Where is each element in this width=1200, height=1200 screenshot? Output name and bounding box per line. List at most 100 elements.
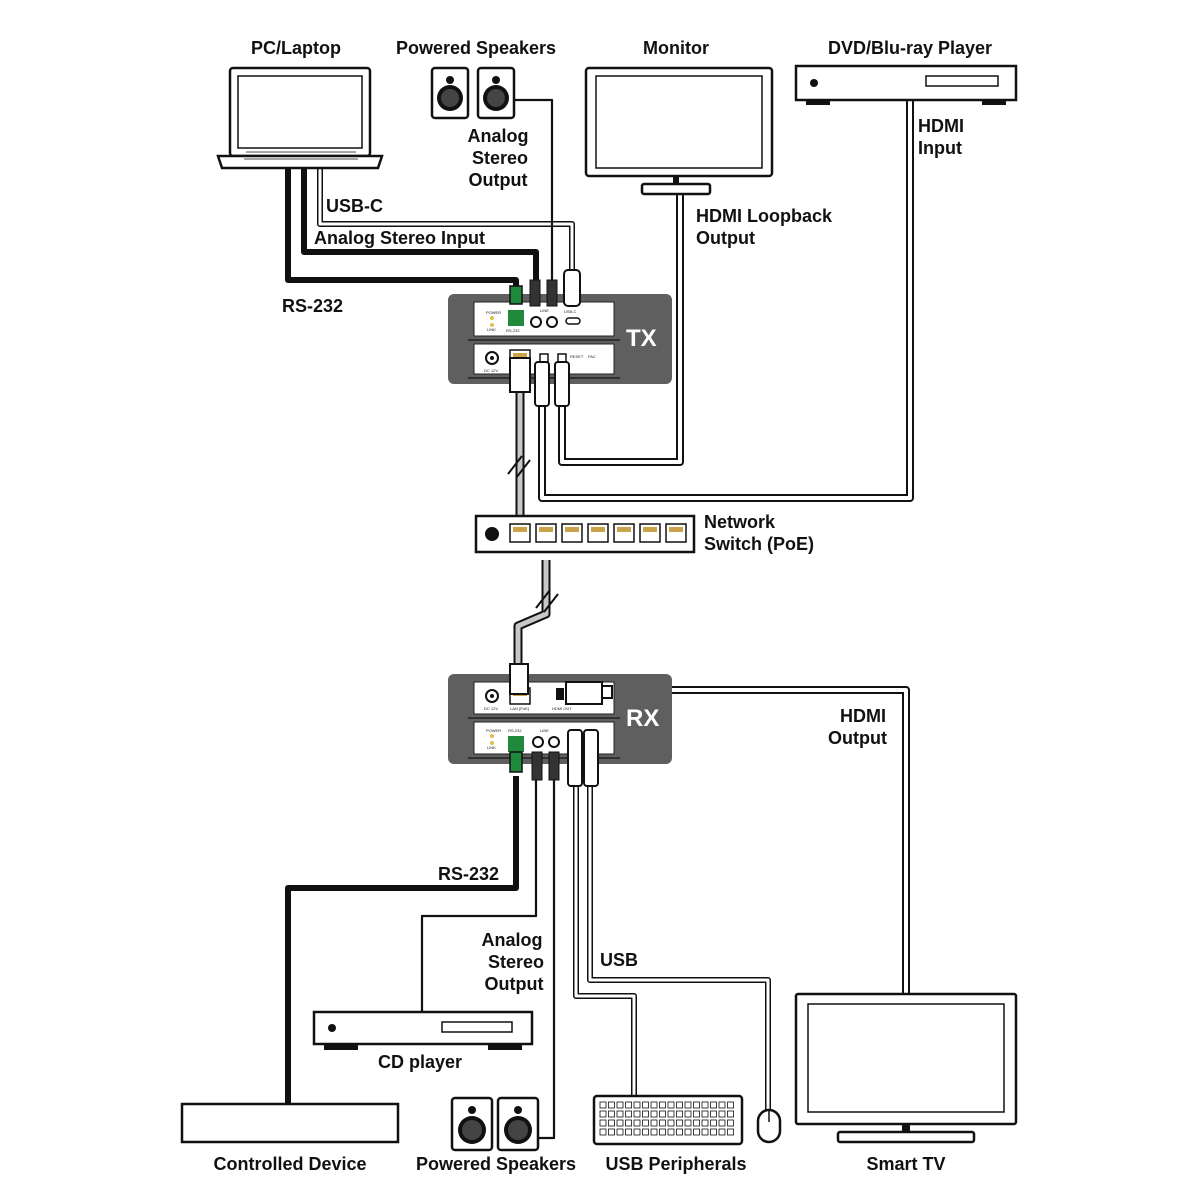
keyboard-key — [633, 1128, 641, 1136]
keyboard-key — [710, 1101, 717, 1109]
keyboard-key — [616, 1119, 624, 1127]
switch-port — [639, 523, 661, 543]
keyboard-key — [693, 1110, 700, 1118]
smart-tv-icon — [794, 992, 1018, 1144]
keyboard-key — [676, 1119, 683, 1127]
keyboard-key — [667, 1119, 675, 1127]
rx-unit: DC 12V LAN (PoE) HDMI OUT POWER LINK RS-… — [448, 674, 672, 764]
keyboard-key — [718, 1119, 726, 1127]
tx-reset-label: RESET — [570, 354, 584, 359]
hdmi-output-cable — [610, 686, 910, 996]
keyboard-key — [676, 1110, 683, 1118]
analog-out-top-line3: Output — [469, 170, 528, 190]
tx-line-label: LINE — [540, 308, 549, 313]
keyboard-key — [616, 1128, 624, 1136]
analog-cable-speakers-bottom — [536, 776, 556, 1140]
analog-stereo-input-label: Analog Stereo Input — [314, 228, 485, 248]
hdmi-input-cable — [538, 100, 914, 502]
switch-port — [535, 523, 557, 543]
keyboard-key — [727, 1119, 734, 1127]
hdmi-loopback-line1: HDMI Loopback — [696, 206, 833, 226]
tx-usbc-label: USB-C — [564, 309, 577, 314]
rx-power-label: POWER — [486, 728, 501, 733]
dvd-player-label: DVD/Blu-ray Player — [828, 38, 992, 58]
keyboard-key — [625, 1128, 632, 1136]
powered-speakers-bottom-label: Powered Speakers — [416, 1154, 576, 1174]
network-switch-icon — [474, 514, 696, 554]
switch-port-led — [565, 527, 579, 532]
dvd-player-icon — [794, 64, 1018, 105]
keyboard-key — [625, 1110, 632, 1118]
tx-rs232-label: RS-232 — [506, 328, 520, 333]
keyboard-key — [693, 1101, 700, 1109]
keyboard-key — [684, 1128, 692, 1136]
keyboard-key — [642, 1128, 649, 1136]
keyboard-key — [667, 1110, 675, 1118]
keyboard-key — [727, 1128, 734, 1136]
usb-c-label: USB-C — [326, 196, 383, 216]
keyboard-key — [710, 1110, 717, 1118]
switch-port — [561, 523, 583, 543]
analog-out-top-line2: Stereo — [472, 148, 528, 168]
keyboard-key — [718, 1110, 726, 1118]
tx-power-label: POWER — [486, 310, 501, 315]
keyboard-keys — [599, 1101, 734, 1136]
switch-port-led — [643, 527, 657, 532]
rx-rs232-label: RS-232 — [508, 728, 522, 733]
laptop-icon — [216, 66, 384, 170]
keyboard-key — [684, 1110, 692, 1118]
keyboard-key — [616, 1101, 624, 1109]
switch-port-led — [591, 527, 605, 532]
usb-peripherals-label: USB Peripherals — [605, 1154, 746, 1174]
monitor-label: Monitor — [643, 38, 709, 58]
hdmi-input-line2: Input — [918, 138, 962, 158]
switch-port — [509, 523, 531, 543]
keyboard-key — [608, 1101, 615, 1109]
analog-stereo-input-cable — [301, 168, 539, 292]
keyboard-key — [642, 1110, 649, 1118]
keyboard-key — [693, 1128, 700, 1136]
keyboard-icon — [592, 1094, 744, 1146]
keyboard-key — [608, 1128, 615, 1136]
switch-port — [613, 523, 635, 543]
hdmi-output-line1: HDMI — [840, 706, 886, 726]
speakers-icon-top — [430, 66, 516, 120]
rx-plugs — [509, 663, 613, 787]
controlled-device-label: Controlled Device — [213, 1154, 366, 1174]
keyboard-key — [633, 1119, 641, 1127]
switch-port — [665, 523, 687, 543]
switch-port-led — [539, 527, 553, 532]
keyboard-key — [710, 1128, 717, 1136]
rx-link-label: LINK — [487, 745, 496, 750]
keyboard-key — [710, 1119, 717, 1127]
keyboard-key — [659, 1110, 666, 1118]
keyboard-key — [718, 1101, 726, 1109]
keyboard-key — [701, 1101, 709, 1109]
keyboard-key — [650, 1119, 658, 1127]
pc-laptop-label: PC/Laptop — [251, 38, 341, 58]
tx-dc-label: DC 12V — [484, 368, 498, 373]
keyboard-key — [599, 1101, 607, 1109]
mouse-icon — [756, 1108, 782, 1144]
keyboard-key — [608, 1110, 615, 1118]
keyboard-key — [659, 1119, 666, 1127]
rs232-cable-bottom — [285, 776, 519, 1104]
rx-hdmi-out-label: HDMI OUT — [552, 706, 572, 711]
keyboard-key — [599, 1119, 607, 1127]
cd-player-icon — [312, 1010, 534, 1050]
keyboard-key — [718, 1128, 726, 1136]
rx-line-label: LINE — [540, 728, 549, 733]
speakers-icon-bottom — [450, 1096, 540, 1152]
network-switch-line2: Switch (PoE) — [704, 534, 814, 554]
rs232-top-label: RS-232 — [282, 296, 343, 316]
switch-port — [587, 523, 609, 543]
usb-label: USB — [600, 950, 638, 970]
hdmi-output-line2: Output — [828, 728, 887, 748]
keyboard-key — [650, 1101, 658, 1109]
keyboard-key — [633, 1101, 641, 1109]
keyboard-key — [625, 1101, 632, 1109]
analog-stereo-output-cable-top — [514, 98, 554, 292]
hdmi-input-line1: HDMI — [918, 116, 964, 136]
usb-cable-keyboard — [573, 786, 637, 1096]
keyboard-key — [693, 1119, 700, 1127]
